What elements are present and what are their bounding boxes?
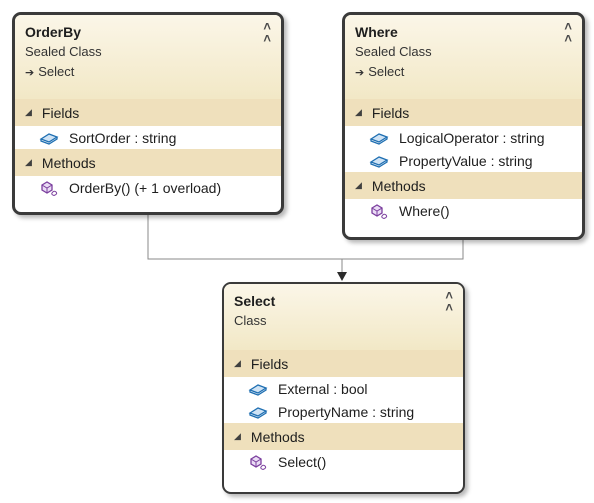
method-icon <box>41 180 58 196</box>
method-label: OrderBy() (+ 1 overload) <box>69 179 222 196</box>
field-icon <box>369 155 389 168</box>
field-label: PropertyName : string <box>278 403 415 420</box>
connector-orderby-to-select <box>147 213 343 272</box>
section-methods[interactable]: ◢ Methods <box>15 149 281 176</box>
field-icon <box>248 406 268 419</box>
section-label: Fields <box>41 104 80 121</box>
inheritance-arrow-icon: ➔ <box>355 67 365 79</box>
base-class-name: Select <box>38 64 75 79</box>
class-kind: Sealed Class <box>25 44 102 59</box>
section-fields[interactable]: ◢ Fields <box>224 350 463 377</box>
class-name: OrderBy <box>25 24 82 40</box>
field-item[interactable]: LogicalOperator : string <box>345 126 582 149</box>
field-item[interactable]: PropertyName : string <box>224 400 463 423</box>
section-label: Methods <box>371 177 426 194</box>
method-label: Where() <box>399 202 450 219</box>
section-methods[interactable]: ◢ Methods <box>345 172 582 199</box>
class-base: ➔Select <box>355 63 572 82</box>
method-icon <box>371 203 388 219</box>
field-icon <box>248 383 268 396</box>
inheritance-arrowhead <box>337 272 347 281</box>
inheritance-arrow-icon: ➔ <box>25 67 35 79</box>
section-label: Fields <box>250 355 289 372</box>
field-item[interactable]: External : bool <box>224 377 463 400</box>
section-fields[interactable]: ◢ Fields <box>345 99 582 126</box>
section-label: Fields <box>371 104 410 121</box>
class-kind: Sealed Class <box>355 44 432 59</box>
field-label: External : bool <box>278 380 368 397</box>
class-base: ➔Select <box>25 63 271 82</box>
base-class-name: Select <box>368 64 405 79</box>
method-item[interactable]: Select() <box>224 450 463 473</box>
double-chevron-up-icon[interactable]: ˄˄ <box>263 19 271 46</box>
method-item[interactable]: Where() <box>345 199 582 222</box>
class-header: OrderBy Sealed Class ➔Select ˄˄ <box>15 15 281 99</box>
class-name: Where <box>355 24 398 40</box>
section-label: Methods <box>250 428 305 445</box>
section-methods[interactable]: ◢ Methods <box>224 423 463 450</box>
class-where[interactable]: Where Sealed Class ➔Select ˄˄ ◢ Fields L… <box>342 12 585 240</box>
triangle-expanded-icon[interactable]: ◢ <box>25 107 32 117</box>
field-label: SortOrder : string <box>69 129 177 146</box>
triangle-expanded-icon[interactable]: ◢ <box>234 431 241 441</box>
class-name: Select <box>234 293 276 309</box>
triangle-expanded-icon[interactable]: ◢ <box>355 107 362 117</box>
class-select[interactable]: Select Class ˄˄ ◢ Fields External : bool… <box>222 282 465 494</box>
field-label: LogicalOperator : string <box>399 129 545 146</box>
triangle-expanded-icon[interactable]: ◢ <box>355 180 362 190</box>
class-orderby[interactable]: OrderBy Sealed Class ➔Select ˄˄ ◢ Fields… <box>12 12 284 215</box>
triangle-expanded-icon[interactable]: ◢ <box>25 157 32 167</box>
section-fields[interactable]: ◢ Fields <box>15 99 281 126</box>
field-item[interactable]: SortOrder : string <box>15 126 281 149</box>
method-icon <box>250 454 267 470</box>
class-kind: Class <box>234 313 267 328</box>
field-icon <box>39 132 59 145</box>
section-label: Methods <box>41 154 96 171</box>
class-header: Where Sealed Class ➔Select ˄˄ <box>345 15 582 99</box>
double-chevron-up-icon[interactable]: ˄˄ <box>445 288 453 315</box>
field-icon <box>369 132 389 145</box>
double-chevron-up-icon[interactable]: ˄˄ <box>564 19 572 46</box>
triangle-expanded-icon[interactable]: ◢ <box>234 358 241 368</box>
field-item[interactable]: PropertyValue : string <box>345 149 582 172</box>
class-header: Select Class ˄˄ <box>224 284 463 350</box>
method-label: Select() <box>278 453 327 470</box>
connector-where-to-select <box>342 238 464 260</box>
field-label: PropertyValue : string <box>399 152 533 169</box>
method-item[interactable]: OrderBy() (+ 1 overload) <box>15 176 281 199</box>
